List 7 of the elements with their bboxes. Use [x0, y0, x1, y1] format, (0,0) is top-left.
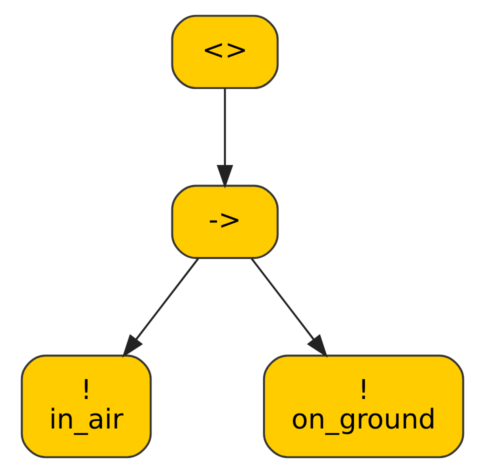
arrow — [122, 258, 198, 358]
arrow — [250, 258, 328, 358]
node-box: <> — [170, 14, 278, 90]
node-box: -> — [170, 184, 278, 259]
arrow — [216, 88, 233, 188]
node-box: ! on_ground — [262, 354, 464, 458]
node-box: ! in_air — [20, 354, 152, 458]
